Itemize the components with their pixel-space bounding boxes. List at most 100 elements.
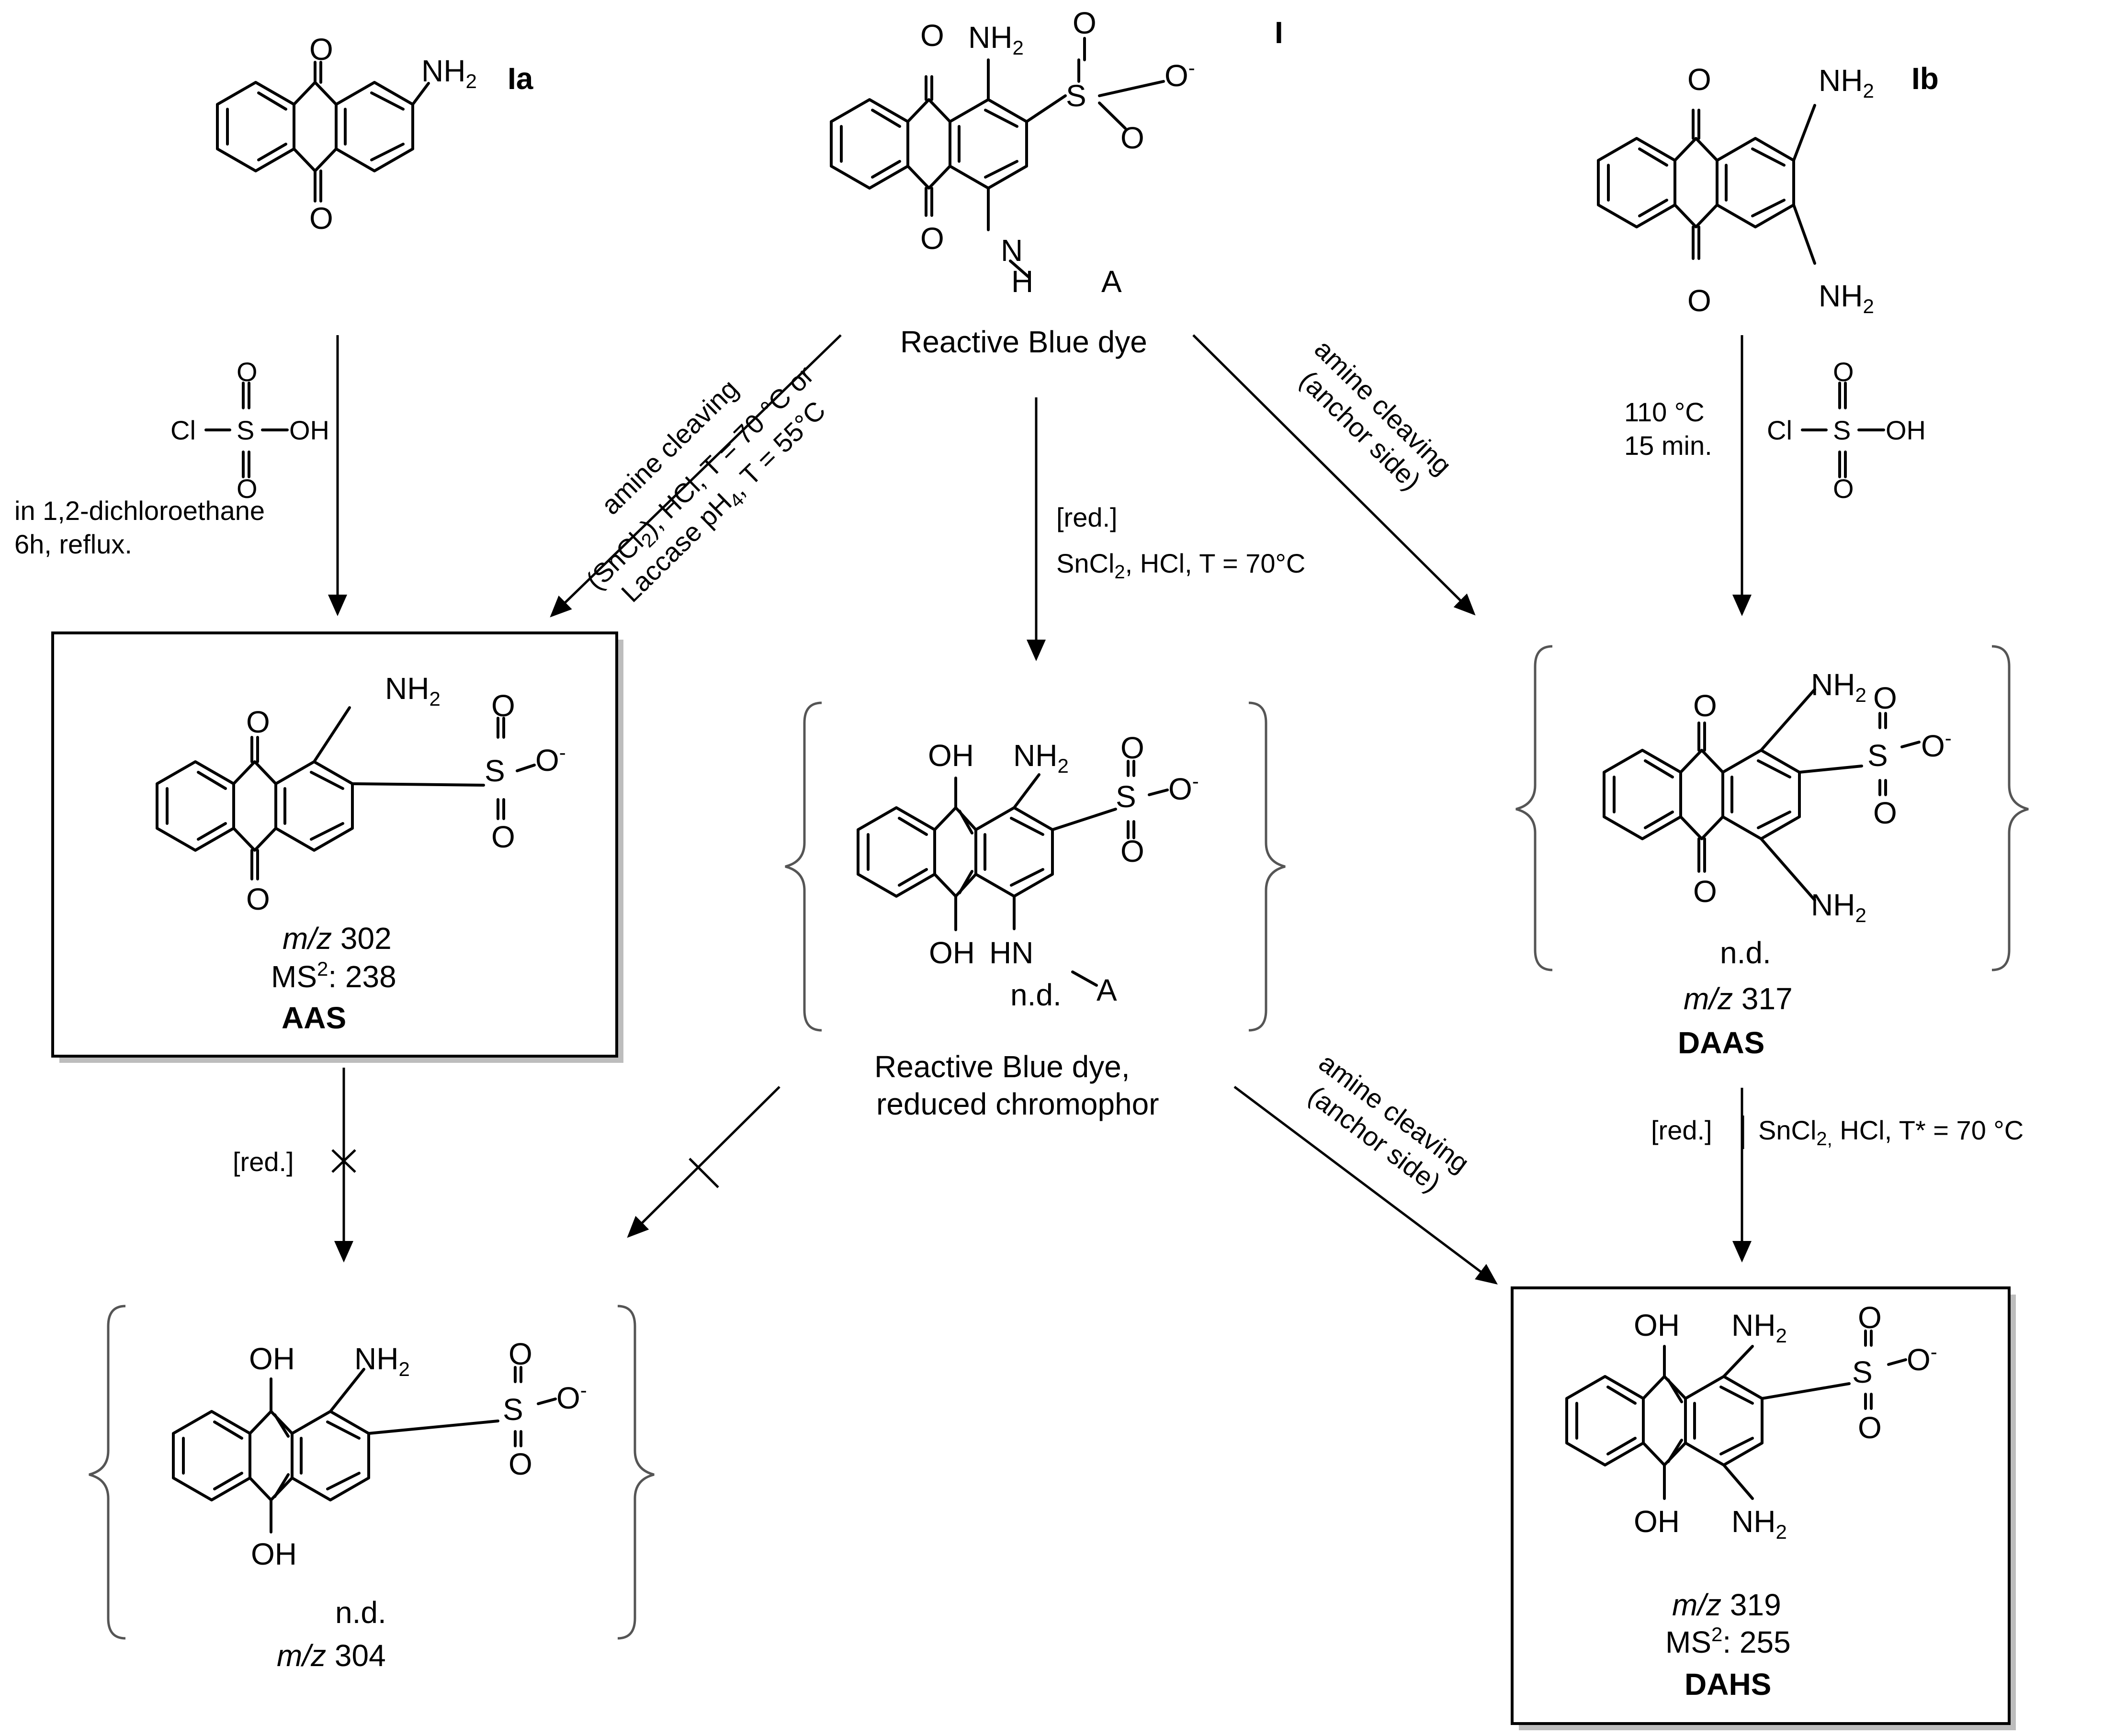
reduced-aas-oh-top: OH	[249, 1341, 295, 1376]
aas-o-top: O	[246, 705, 270, 739]
svg-text:Laccase pH4, T = 55°C: Laccase pH4, T = 55°C	[615, 395, 834, 611]
daas-o-top: O	[1693, 688, 1717, 723]
compound-ia: O O NH2 Ia	[216, 32, 533, 236]
reduced-aas-o-s2: O	[509, 1447, 532, 1481]
i-to-reduced-line2: SnCl2, HCl, T = 70°C	[1056, 548, 1305, 583]
ib-nh2-top: NH2	[1819, 63, 1874, 102]
ia-o-bottom: O	[309, 201, 333, 236]
reduced-aas-nd: n.d.	[335, 1595, 386, 1630]
reduced-aas-s: S	[503, 1392, 523, 1427]
daas-o-minus: O-	[1921, 727, 1952, 763]
dahs-oh-bottom: OH	[1634, 1504, 1680, 1539]
daas-s: S	[1867, 738, 1888, 773]
reduced-dye-nd: n.d.	[1010, 978, 1062, 1012]
reduced-dye-brace-left	[785, 701, 822, 1032]
reduced-to-dahs-conditions: amine cleaving (anchor side)	[1303, 1047, 1475, 1198]
s-right: S	[1833, 415, 1851, 445]
compound-aas: O O NH2 S O O O- m/z 302 MS2: 238 AAS	[51, 631, 623, 1063]
reduced-dye-brace-right	[1248, 701, 1286, 1032]
dahs-o-s1: O	[1858, 1300, 1882, 1335]
i-n: N	[1001, 233, 1023, 268]
reduced-aas-nh2: NH2	[354, 1341, 410, 1380]
dahs-s: S	[1852, 1355, 1873, 1389]
dahs-skeleton	[1565, 1330, 1907, 1500]
daas-skeleton	[1603, 688, 1921, 902]
daas-to-dahs-line2: SnCl2, HCl, T* = 70 °C	[1758, 1115, 2024, 1150]
dahs-box	[1511, 1286, 2011, 1725]
ib-o-bottom: O	[1687, 283, 1711, 318]
daas-o-s1: O	[1873, 681, 1897, 715]
reduced-aas-oh-bottom: OH	[251, 1537, 297, 1571]
reduced-dye-nh2: NH2	[1013, 738, 1069, 777]
daas-brace-right	[1991, 645, 2029, 971]
ia-skeleton	[216, 61, 430, 203]
ib-conditions-line2: 15 min.	[1624, 430, 1712, 461]
reduced-dye-name-line2: reduced chromophor	[876, 1087, 1159, 1121]
oh-left: OH	[289, 415, 329, 445]
daas-o-bottom: O	[1693, 874, 1717, 909]
arrow-i-to-aas	[550, 334, 842, 618]
reduced-aas-brace-left	[89, 1305, 126, 1640]
reduced-aas-brace-right	[617, 1305, 655, 1640]
daas-to-dahs-line1: [red.]	[1651, 1115, 1712, 1145]
cl-left: Cl	[170, 415, 196, 445]
ia-conditions-line2: 6h, reflux.	[14, 529, 132, 559]
arrow-reduced-to-reduced-aas	[627, 1086, 780, 1238]
aas-skeleton	[156, 706, 536, 880]
dahs-ms2: MS2: 255	[1665, 1623, 1791, 1659]
dahs-mz: m/z 319	[1672, 1588, 1781, 1622]
compound-reduced-dye: OH OH NH2 S O O O- HN A n.d. Reactive Bl…	[785, 701, 1286, 1121]
aas-nh2: NH2	[385, 671, 441, 710]
i-to-reduced-line1: [red.]	[1056, 502, 1118, 532]
reduced-dye-oh-top: OH	[928, 738, 974, 773]
reduced-dye-o-minus: O-	[1168, 770, 1199, 806]
aas-o-s2: O	[491, 820, 515, 854]
compound-i: O O NH2 S O O O- N H A I Reactive Blue d…	[830, 6, 1283, 359]
ia-label: Ia	[508, 61, 533, 96]
reduced-dye-s: S	[1116, 779, 1136, 814]
ia-conditions-line1: in 1,2-dichloroethane	[14, 496, 265, 526]
i-name: Reactive Blue dye	[900, 325, 1147, 359]
o-bottom-left: O	[237, 473, 258, 504]
daas-mz: m/z 317	[1684, 981, 1793, 1016]
aas-o-minus: O-	[535, 741, 566, 778]
aas-abbr: AAS	[282, 1001, 346, 1035]
daas-abbr: DAAS	[1678, 1026, 1764, 1060]
arrow-reduced-to-dahs	[1233, 1086, 1498, 1285]
ib-nh2-bottom: NH2	[1819, 279, 1874, 317]
aas-o-s1: O	[491, 688, 515, 723]
oh-right: OH	[1886, 415, 1926, 445]
aas-to-reduced-aas-line1: [red.]	[233, 1147, 294, 1177]
arrow-i-to-daas	[1192, 334, 1476, 616]
aas-mz: m/z 302	[283, 921, 392, 956]
compound-reduced-aas: OH OH NH2 S O O O- n.d. m/z 304	[89, 1305, 655, 1673]
ia-nh2: NH2	[421, 54, 477, 92]
aas-box	[51, 631, 618, 1058]
s-left: S	[237, 415, 254, 445]
reagent-chlorosulfonic-left: Cl S OH O O	[170, 357, 329, 504]
ia-o-top: O	[309, 32, 333, 67]
i-to-daas-conditions: amine cleaving (anchor side)	[1294, 334, 1458, 496]
o-top-right: O	[1833, 357, 1854, 387]
i-o-bottom: O	[920, 221, 944, 256]
o-top-left: O	[237, 357, 258, 387]
ib-conditions-line1: 110 °C	[1624, 397, 1705, 427]
i-skeleton	[830, 37, 1165, 279]
daas-nh2-bottom: NH2	[1811, 888, 1866, 926]
aas-o-bottom: O	[246, 882, 270, 916]
i-label: I	[1275, 15, 1283, 50]
compound-ib: O O NH2 NH2 Ib	[1597, 61, 1939, 318]
dahs-o-minus: O-	[1907, 1341, 1937, 1377]
i-a: A	[1101, 264, 1122, 299]
blocked-mark-aas	[331, 1149, 356, 1173]
i-o-s1: O	[1073, 6, 1097, 40]
reduced-aas-o-minus: O-	[556, 1379, 587, 1415]
o-bottom-right: O	[1833, 473, 1854, 504]
reduced-dye-o-s2: O	[1120, 834, 1144, 868]
daas-nd: n.d.	[1720, 936, 1771, 970]
daas-o-s2: O	[1873, 796, 1897, 830]
reduced-dye-a: A	[1097, 973, 1117, 1007]
ib-label: Ib	[1911, 61, 1939, 96]
reduced-dye-o-s1: O	[1120, 731, 1144, 765]
i-h: H	[1011, 264, 1033, 299]
